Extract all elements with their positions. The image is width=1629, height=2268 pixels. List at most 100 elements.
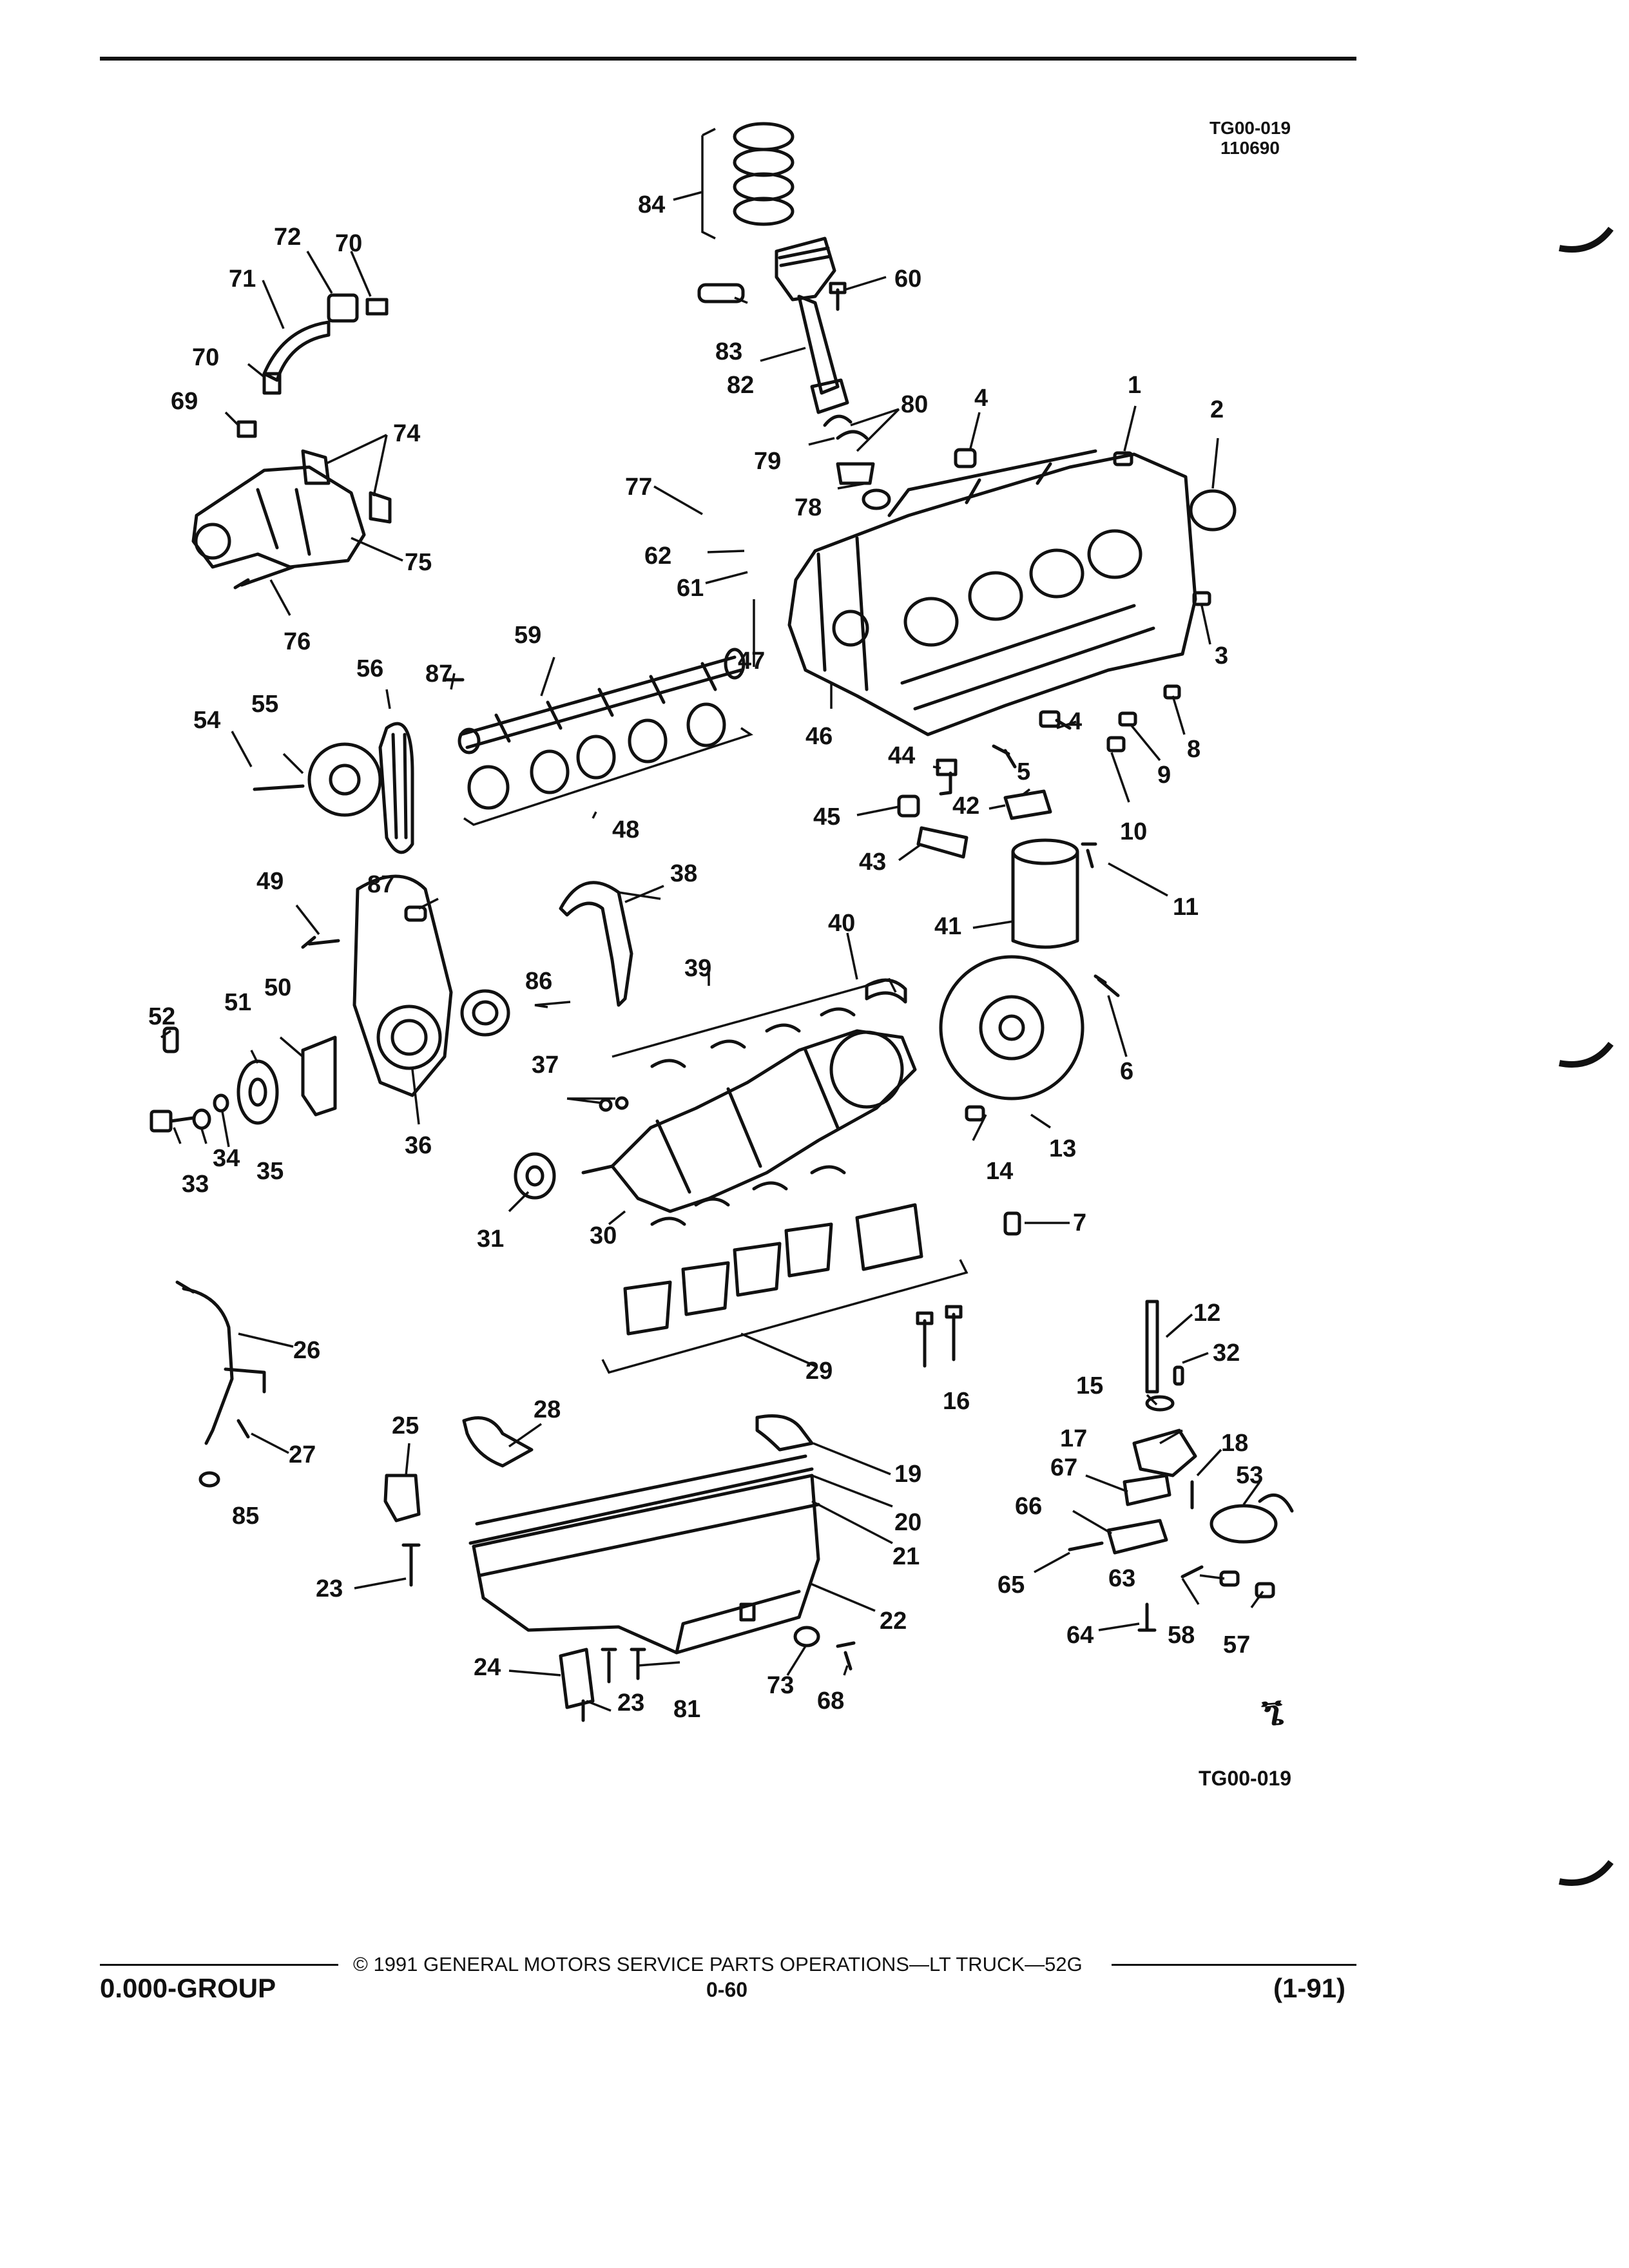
cam-bearings bbox=[467, 702, 726, 810]
rod-bearings bbox=[823, 414, 891, 510]
pan-bracket bbox=[383, 1474, 421, 1523]
callout: 23 bbox=[617, 1689, 644, 1716]
callout: 80 bbox=[901, 391, 928, 418]
callout: 71 bbox=[229, 265, 256, 293]
callout: 33 bbox=[182, 1171, 209, 1198]
callout: 26 bbox=[293, 1337, 320, 1364]
callout: 19 bbox=[894, 1461, 921, 1488]
callout: 1 bbox=[1128, 372, 1141, 399]
engine-block bbox=[787, 449, 1197, 736]
callout: 47 bbox=[738, 648, 765, 675]
callout: 87 bbox=[367, 871, 394, 898]
callout: 4 bbox=[1068, 708, 1082, 735]
timing-indicator bbox=[301, 1035, 337, 1117]
callout: 62 bbox=[644, 543, 671, 570]
callout: 37 bbox=[532, 1052, 559, 1079]
callout: 82 bbox=[727, 372, 754, 399]
pump-gaskets bbox=[301, 449, 392, 524]
timing-cover bbox=[352, 874, 453, 1097]
piston-rings bbox=[733, 122, 795, 226]
footer-copyright: © 1991 GENERAL MOTORS SERVICE PARTS OPER… bbox=[353, 1953, 1083, 1975]
callout: 20 bbox=[894, 1509, 921, 1536]
main-cap-bolts bbox=[916, 1305, 963, 1368]
callout: 18 bbox=[1221, 1430, 1248, 1457]
timing-chain bbox=[378, 722, 414, 854]
pan-reinforcement bbox=[559, 1648, 595, 1722]
callout: 25 bbox=[392, 1412, 419, 1439]
callout: 70 bbox=[192, 344, 219, 371]
callout: 2 bbox=[1210, 396, 1224, 423]
flywheel bbox=[939, 955, 1084, 1100]
pump-cover bbox=[1106, 1474, 1171, 1555]
callout: 30 bbox=[590, 1222, 617, 1249]
callout: 48 bbox=[612, 816, 639, 843]
pilot-bushing bbox=[965, 1105, 985, 1122]
footer-rule-right bbox=[1112, 1964, 1356, 1966]
callout: 44 bbox=[888, 742, 915, 769]
callout: 17 bbox=[1060, 1425, 1087, 1452]
callout: 36 bbox=[405, 1132, 432, 1159]
front-seal bbox=[460, 989, 510, 1037]
relief-pin bbox=[1255, 1582, 1275, 1599]
callout: 65 bbox=[998, 1571, 1025, 1599]
callout: 52 bbox=[148, 1003, 175, 1030]
callout: 43 bbox=[859, 849, 886, 876]
callout: 4 bbox=[974, 385, 988, 412]
callout: 86 bbox=[525, 968, 552, 995]
rear-main-seal bbox=[462, 1416, 534, 1468]
crankshaft bbox=[581, 1029, 917, 1213]
callout: 42 bbox=[952, 793, 979, 820]
callout: 49 bbox=[256, 868, 284, 895]
cam-bearing-bracket bbox=[463, 727, 753, 826]
callout: 34 bbox=[213, 1145, 240, 1172]
callout: 73 bbox=[767, 1672, 794, 1699]
callout: 78 bbox=[795, 494, 822, 521]
dipstick-tube bbox=[175, 1280, 266, 1445]
callout: 38 bbox=[670, 860, 697, 887]
footer-group: 0.000-GROUP bbox=[100, 1973, 276, 2003]
callout: 56 bbox=[356, 655, 383, 682]
callout: 7 bbox=[1073, 1209, 1086, 1236]
pan-stud-23 bbox=[601, 1648, 617, 1684]
callout: 61 bbox=[677, 575, 704, 602]
callout: 84 bbox=[638, 191, 665, 218]
pan-gaskets bbox=[468, 1454, 820, 1577]
callout: 12 bbox=[1193, 1300, 1220, 1327]
piston-pin bbox=[697, 283, 745, 303]
callout: 23 bbox=[316, 1575, 343, 1602]
callout: 16 bbox=[943, 1388, 970, 1415]
callout: 51 bbox=[224, 989, 251, 1016]
callout: 29 bbox=[805, 1358, 833, 1385]
water-pump bbox=[191, 465, 366, 569]
callout: 67 bbox=[1050, 1454, 1077, 1481]
callout: 66 bbox=[1015, 1493, 1042, 1520]
leader-lines bbox=[160, 128, 1264, 1712]
callout: 9 bbox=[1157, 762, 1171, 789]
footer-page-number: 0-60 bbox=[706, 1978, 748, 2001]
top-rule bbox=[100, 57, 1356, 61]
footer-rule-left bbox=[100, 1964, 338, 1966]
callout: 69 bbox=[171, 388, 198, 415]
cam-sprocket bbox=[307, 742, 382, 817]
camshaft bbox=[458, 648, 746, 754]
oil-pan bbox=[472, 1474, 820, 1655]
pan-stud bbox=[630, 1648, 646, 1680]
rod-bolt bbox=[829, 282, 847, 311]
binding-marks bbox=[1559, 226, 1614, 1886]
filter-adapter bbox=[992, 744, 1052, 820]
crank-sprocket bbox=[514, 1152, 556, 1200]
callout: 59 bbox=[514, 622, 541, 649]
callout: 10 bbox=[1120, 818, 1147, 845]
oil-pump bbox=[1132, 1300, 1197, 1477]
pump-bolt bbox=[233, 565, 295, 590]
callout: 81 bbox=[673, 1696, 700, 1723]
piston bbox=[775, 236, 836, 302]
footer-revision: (1-91) bbox=[1273, 1973, 1346, 2003]
drain-plug bbox=[1137, 1602, 1157, 1632]
callout: 46 bbox=[805, 723, 833, 750]
callout: 72 bbox=[274, 224, 301, 251]
callout: 13 bbox=[1049, 1135, 1076, 1162]
flywheel-bolt bbox=[1094, 974, 1120, 997]
drain-washer bbox=[793, 1626, 820, 1648]
